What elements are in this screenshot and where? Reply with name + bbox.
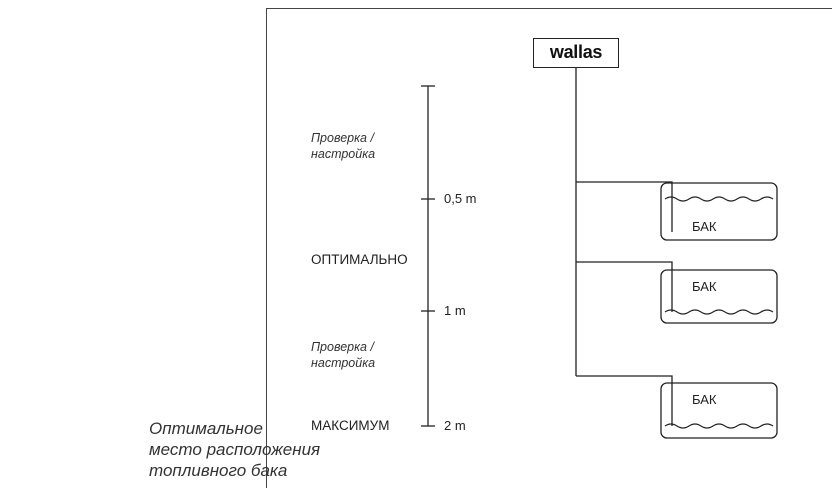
tank-1-body [660, 182, 778, 241]
tick-label-05m: 0,5 m [444, 191, 477, 206]
check-adjust-note-lower: Проверка / настройка [311, 339, 375, 371]
level-optimal-label: ОПТИМАЛЬНО [311, 252, 408, 267]
note-line: Проверка / [311, 340, 374, 354]
tank-2-label: БАК [692, 279, 717, 294]
fuel-line-tank-3 [576, 375, 673, 426]
tank-2-fuel-wave [664, 309, 774, 315]
tank-3-fuel-wave [664, 423, 774, 429]
note-line: настройка [311, 356, 376, 370]
caption-line: место расположения [149, 440, 321, 459]
level-maximum-label: МАКСИМУМ [311, 418, 390, 433]
tick-label-2m: 2 m [444, 418, 466, 433]
check-adjust-note-upper: Проверка / настройка [311, 130, 375, 162]
tank-1-fuel-wave [664, 196, 774, 202]
fuel-line-tank-1 [576, 181, 673, 232]
note-line: настройка [311, 147, 376, 161]
diagram-frame [266, 8, 832, 488]
tick-label-1m: 1 m [444, 303, 466, 318]
tank-2-body [660, 269, 778, 324]
fuel-line-tank-2 [576, 261, 673, 312]
wallas-logo: wallas [533, 38, 619, 68]
optimal-tank-location-caption: Оптимальное место расположения топливног… [149, 418, 320, 481]
caption-line: Оптимальное [149, 419, 263, 438]
caption-line: топливного бака [149, 461, 288, 480]
tank-3-label: БАК [692, 392, 717, 407]
tank-3-body [660, 382, 778, 439]
tank-1-label: БАК [692, 219, 717, 234]
note-line: Проверка / [311, 131, 374, 145]
